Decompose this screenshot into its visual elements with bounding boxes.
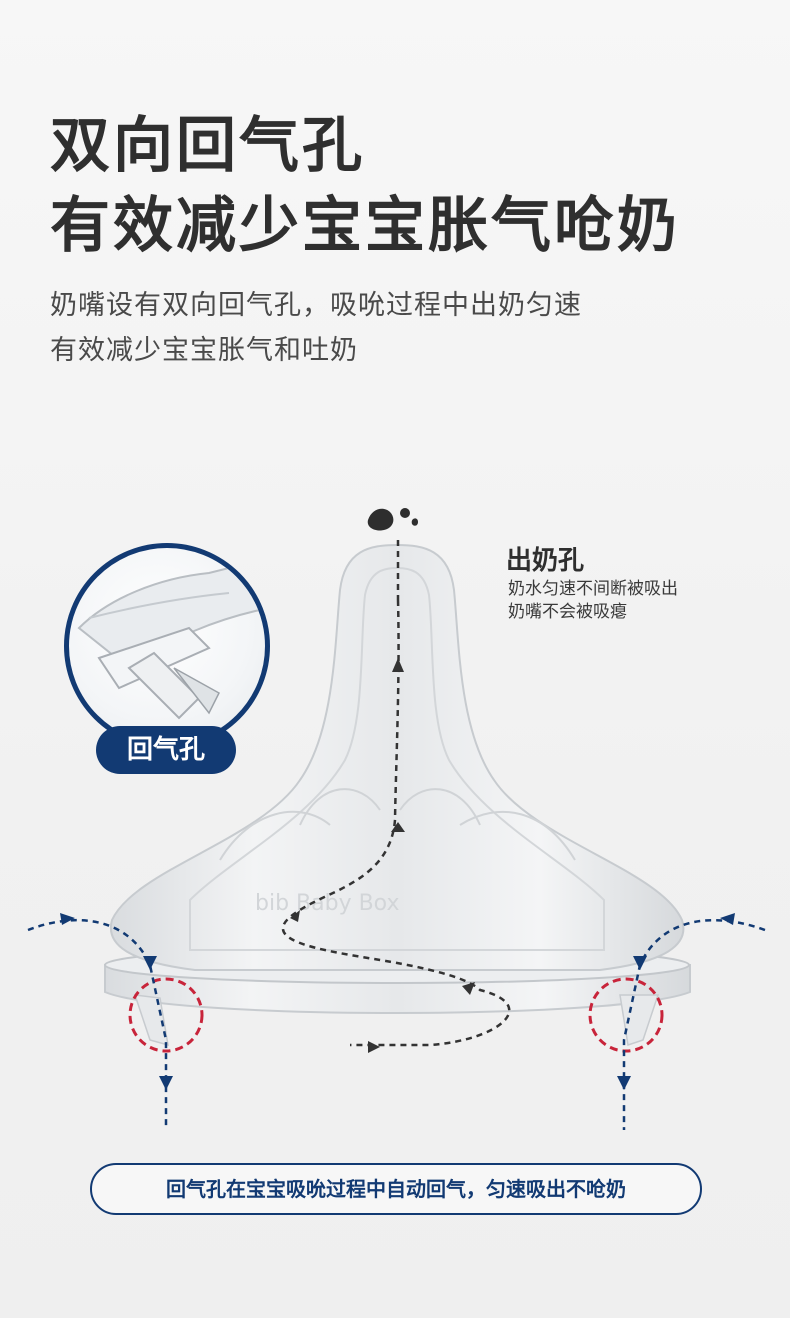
subheadline-line2: 有效减少宝宝胀气和吐奶 bbox=[50, 335, 358, 366]
headline-line2: 有效减少宝宝胀气呛奶 bbox=[50, 191, 680, 261]
vent-zoom-inset bbox=[64, 543, 270, 749]
subheadline-line1: 奶嘴设有双向回气孔，吸吮过程中出奶匀速 bbox=[50, 290, 582, 321]
outlet-desc-line2: 奶嘴不会被吸瘪 bbox=[508, 602, 627, 622]
air-flow-left bbox=[27, 913, 173, 1130]
milk-flow-path bbox=[281, 540, 511, 1047]
vent-label-badge: 回气孔 bbox=[96, 726, 236, 774]
footer-note: 回气孔在宝宝吸吮过程中自动回气，匀速吸出不呛奶 bbox=[90, 1163, 702, 1215]
air-flow-right bbox=[617, 913, 766, 1130]
outlet-title: 出奶孔 bbox=[506, 546, 585, 576]
outlet-desc-line1: 奶水匀速不间断被吸出 bbox=[508, 579, 678, 599]
vent-highlight-left bbox=[128, 977, 204, 1053]
vent-closeup-icon bbox=[77, 557, 265, 720]
milk-drop-icon bbox=[367, 508, 418, 531]
embossed-brand-text: bib Baby Box bbox=[255, 891, 399, 916]
vent-highlight-right bbox=[588, 977, 664, 1053]
headline-line1: 双向回气孔 bbox=[50, 111, 365, 181]
nipple-illustration: bib Baby Box bbox=[27, 508, 766, 1130]
